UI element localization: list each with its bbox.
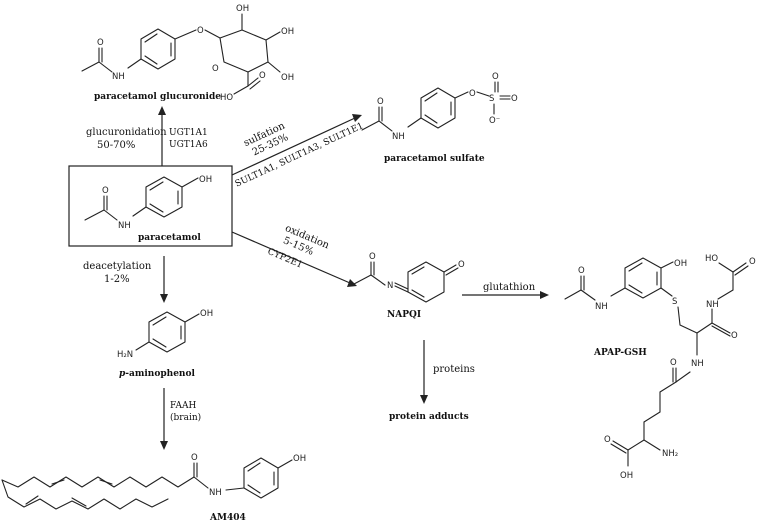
label-am404: AM404	[209, 513, 246, 523]
atom-o-minus: O⁻	[489, 116, 500, 126]
atom-o: O	[259, 71, 266, 81]
atom-o-ether: O	[197, 26, 204, 36]
atom-oh: OH	[236, 4, 249, 14]
paracetamol-structure: OH NH O paracetamol	[68, 165, 233, 247]
label-glutathion: glutathion	[483, 282, 536, 293]
atom-oh: OH	[200, 309, 213, 319]
atom-s: S	[672, 297, 677, 307]
sulfate-structure: NH O O S O O O⁻ paracetamol sulfate	[361, 72, 518, 164]
atom-oh: OH	[199, 175, 212, 185]
am404-structure: OH NH O AM404	[1, 453, 306, 523]
aminophenol-structure: OH H₂N p-aminophenol	[117, 309, 213, 379]
atom-o: O	[458, 260, 465, 270]
atom-o: O	[670, 358, 677, 368]
arrowhead	[352, 114, 362, 122]
label-paracetamol-sulfate: paracetamol sulfate	[384, 154, 485, 164]
atom-n: N	[387, 281, 393, 291]
label-apap-gsh: APAP-GSH	[593, 348, 647, 358]
atom-nh: NH	[706, 300, 719, 310]
arrowhead	[160, 441, 168, 450]
atom-o: O	[102, 186, 109, 196]
atom-oh: OH	[281, 27, 294, 37]
label-napqi: NAPQI	[387, 310, 421, 320]
arrow-oxidation	[231, 231, 351, 284]
atom-o: O	[604, 435, 611, 445]
glucuronide-structure: NH O O OH OH OH O O HO paracetamol glucu…	[81, 4, 294, 103]
label-proteins: proteins	[433, 364, 475, 375]
atom-o: O	[492, 72, 499, 82]
atom-o-ring: O	[212, 64, 219, 74]
label-brain: (brain)	[170, 412, 201, 423]
atom-nh: NH	[691, 359, 704, 369]
arrowhead	[540, 291, 549, 299]
atom-nh: NH	[209, 488, 222, 498]
label-p-aminophenol: p-aminophenol	[119, 369, 195, 379]
label-glucuronidation: glucuronidation	[86, 127, 167, 138]
atom-o: O	[369, 252, 376, 262]
label-deacetylation-pct: 1-2%	[104, 274, 130, 285]
arrowhead	[347, 279, 357, 287]
label-deacetylation: deacetylation	[83, 261, 152, 272]
atom-nh: NH	[595, 302, 608, 312]
atom-oh: OH	[674, 259, 687, 269]
arrowhead	[158, 106, 166, 115]
atom-o: O	[469, 89, 476, 99]
atom-oh: OH	[620, 471, 633, 481]
arrowhead	[420, 395, 428, 404]
paracetamol-box	[68, 165, 233, 247]
label-ugt1a6: UGT1A6	[169, 140, 208, 150]
label-glucuronidation-pct: 50-70%	[97, 140, 135, 151]
atom-oh: OH	[293, 454, 306, 464]
atom-oh: OH	[281, 73, 294, 83]
atom-o: O	[377, 97, 384, 107]
atom-o: O	[511, 94, 518, 104]
napqi-structure: O N O NAPQI	[353, 252, 465, 320]
atom-o: O	[97, 38, 104, 48]
label-faah: FAAH	[170, 401, 196, 411]
label-ugt1a1: UGT1A1	[169, 128, 208, 138]
arrowhead	[160, 294, 168, 303]
atom-s: S	[489, 94, 494, 104]
atom-h2n: H₂N	[117, 350, 133, 360]
label-paracetamol-glucuronide: paracetamol glucuronide	[94, 92, 221, 102]
atom-ho: HO	[705, 254, 718, 264]
atom-nh: NH	[118, 221, 131, 231]
label-protein-adducts: protein adducts	[389, 412, 469, 422]
atom-o: O	[749, 257, 756, 267]
atom-o: O	[578, 266, 585, 276]
atom-nh: NH	[392, 132, 405, 142]
atom-nh: NH	[112, 72, 125, 82]
atom-o: O	[731, 331, 738, 341]
atom-nh2: NH₂	[662, 449, 678, 459]
atom-o: O	[191, 453, 198, 463]
apap-gsh-structure: OH NH O S O NH HO O NH O NH₂	[564, 254, 756, 481]
atom-ho: HO	[220, 93, 233, 103]
arrow-sulfation	[231, 117, 356, 176]
label-paracetamol: paracetamol	[138, 233, 201, 243]
